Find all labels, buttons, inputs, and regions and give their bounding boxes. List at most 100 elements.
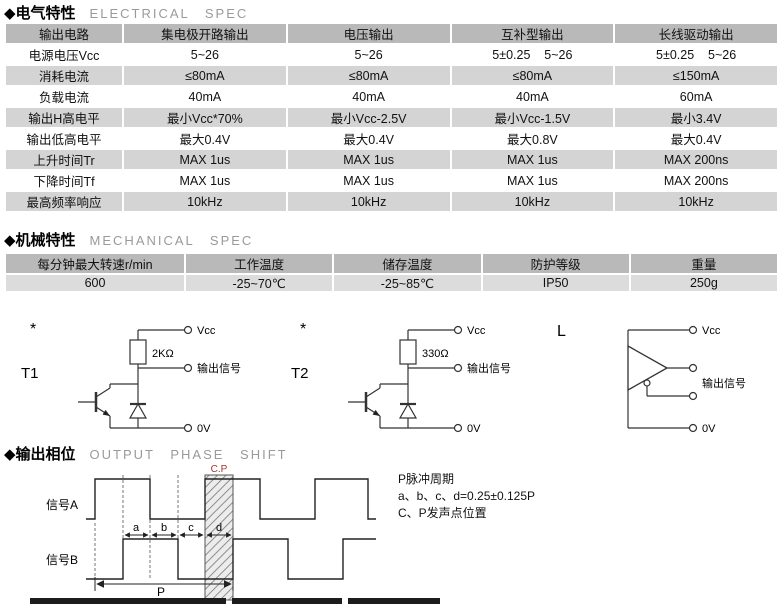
column-header: 防护等级: [480, 252, 631, 275]
cell: ≤150mA: [613, 64, 779, 87]
column-header: 重量: [628, 252, 780, 275]
row-label: 输出H高电平: [4, 106, 124, 129]
cell: MAX 200ns: [613, 148, 779, 171]
table-row: 负载电流 40mA 40mA 40mA 60mA: [4, 85, 779, 108]
note-cp-position: C、P发声点位置: [398, 506, 487, 520]
signal-b-waveform: [86, 538, 376, 580]
cell: MAX 1us: [449, 148, 616, 171]
phase-section-title: ◆输出相位 OUTPUT PHASE SHIFT: [4, 443, 288, 464]
output-terminal: [453, 363, 463, 373]
cell: 最大0.4V: [122, 127, 288, 150]
cell: ≤80mA: [285, 64, 452, 87]
cell: 10kHz: [449, 190, 616, 213]
cp-point-label: C.P: [211, 464, 228, 475]
table-row: 输出低高电平 最大0.4V 最大0.4V 最大0.8V 最大0.4V: [4, 127, 779, 150]
output-signal-label: 输出信号: [197, 361, 241, 375]
corner-cell: 输出电路: [4, 22, 124, 45]
emitter-arrow: [102, 409, 110, 416]
cell: MAX 1us: [285, 148, 452, 171]
cell: 40mA: [285, 85, 452, 108]
cell: ≤80mA: [122, 64, 288, 87]
gnd-terminal: [453, 423, 463, 433]
column-header: 储存温度: [332, 252, 483, 275]
diode-triangle: [398, 402, 418, 419]
cell: 60mA: [613, 85, 779, 108]
table-row: 上升时间Tr MAX 1us MAX 1us MAX 1us MAX 200ns: [4, 148, 779, 171]
electrical-title-cn: ◆电气特性: [4, 5, 76, 22]
cell: 250g: [628, 273, 780, 293]
resistor: [399, 339, 417, 365]
signal-a-label: 信号A: [46, 498, 78, 512]
vcc-terminal: [688, 325, 698, 335]
phase-timing-diagram: 信号A 信号B C.P a b c d P: [30, 464, 440, 604]
interval-b-label: b: [161, 522, 167, 534]
row-label: 消耗电流: [4, 64, 124, 87]
gnd-terminal: [688, 423, 698, 433]
column-header: 电压输出: [285, 22, 452, 45]
cell: 5±0.25 5~26: [449, 43, 616, 66]
vcc-label: Vcc: [702, 325, 721, 337]
row-label: 电源电压Vcc: [4, 43, 124, 66]
gnd-label: 0V: [197, 423, 211, 435]
signal-b-label: 信号B: [46, 553, 78, 567]
cp-hatched-band: [204, 474, 234, 601]
mechanical-title-en: MECHANICAL SPEC: [89, 233, 254, 248]
table-header-row: 输出电路 集电极开路输出 电压输出 互补型输出 长线驱动输出: [4, 22, 779, 45]
gnd-label: 0V: [702, 423, 716, 435]
cell: 最大0.4V: [613, 127, 779, 150]
interval-markers: a b c d: [124, 522, 232, 538]
column-header: 长线驱动输出: [613, 22, 779, 45]
cell: ≤80mA: [449, 64, 616, 87]
vcc-label: Vcc: [197, 325, 216, 337]
resistor: [129, 339, 147, 365]
asterisk-mark: *: [300, 321, 306, 338]
inversion-bubble: [643, 379, 651, 387]
table-row: 消耗电流 ≤80mA ≤80mA ≤80mA ≤150mA: [4, 64, 779, 87]
table-row: 最高频率响应 10kHz 10kHz 10kHz 10kHz: [4, 190, 779, 213]
wires: [627, 329, 690, 429]
phase-title-cn: ◆输出相位: [4, 446, 76, 463]
wires: [78, 329, 185, 429]
resistor-value-label: 2KΩ: [152, 348, 174, 360]
cell: MAX 1us: [449, 169, 616, 192]
interval-a-label: a: [133, 522, 140, 534]
cell: 最大0.8V: [449, 127, 616, 150]
vcc-terminal: [453, 325, 463, 335]
row-label: 输出低高电平: [4, 127, 124, 150]
diode-triangle: [128, 402, 148, 419]
buffer-triangle: [627, 344, 669, 392]
vcc-label: Vcc: [467, 325, 486, 337]
circuit-type-label: T2: [291, 365, 309, 382]
table-row: 下降时间Tf MAX 1us MAX 1us MAX 1us MAX 200ns: [4, 169, 779, 192]
cell: -25~70℃: [183, 273, 335, 293]
cropped-text-strip: [30, 598, 440, 604]
circuit-diagram-line-driver: L Vcc 输出信号 0V: [557, 323, 746, 435]
circuit-diagram-t1: * T1 2KΩ Vcc 输出信号 0V: [21, 321, 241, 435]
table-header-row: 每分钟最大转速r/min 工作温度 储存温度 防护等级 重量: [4, 252, 780, 275]
cell: 最小Vcc*70%: [122, 106, 288, 129]
cell: 600: [4, 273, 186, 293]
cell: 最大0.4V: [285, 127, 452, 150]
gnd-label: 0V: [467, 423, 481, 435]
cell: 最小Vcc-1.5V: [449, 106, 616, 129]
output-signal-label: 输出信号: [702, 376, 746, 390]
cell: MAX 1us: [285, 169, 452, 192]
emitter-arrow: [372, 409, 380, 416]
column-header: 互补型输出: [449, 22, 616, 45]
mechanical-title-cn: ◆机械特性: [4, 232, 76, 249]
period-marker: P: [94, 577, 234, 599]
cell: IP50: [480, 273, 631, 293]
table-row: 电源电压Vcc 5~26 5~26 5±0.25 5~26 5±0.25 5~2…: [4, 43, 779, 66]
table-row: 600 -25~70℃ -25~85℃ IP50 250g: [4, 273, 780, 293]
cell: 40mA: [449, 85, 616, 108]
cell: 5~26: [122, 43, 288, 66]
table-row: 输出H高电平 最小Vcc*70% 最小Vcc-2.5V 最小Vcc-1.5V 最…: [4, 106, 779, 129]
cell: 40mA: [122, 85, 288, 108]
vcc-terminal: [183, 325, 193, 335]
circuit-type-label: L: [557, 323, 566, 340]
note-interval-formula: a、b、c、d=0.25±0.125P: [398, 489, 536, 503]
circuit-diagram-t2: * T2 330Ω Vcc 输出信号 0V: [291, 321, 511, 435]
asterisk-mark: *: [30, 321, 36, 338]
period-label: P: [157, 585, 165, 599]
